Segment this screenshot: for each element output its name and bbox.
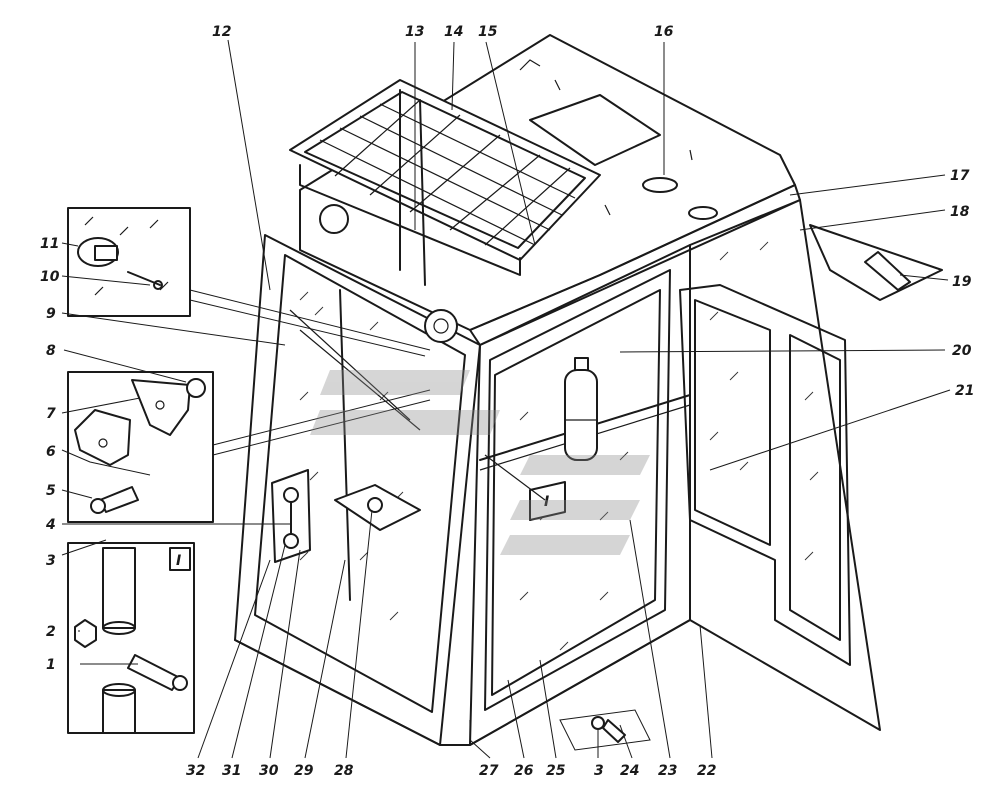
inset-top-fasteners: [67, 207, 191, 317]
callout-9: 9: [46, 306, 56, 322]
bolt-parts-front: [591, 716, 626, 743]
inset-middle-bracket: [67, 371, 214, 523]
callout-26: 26: [514, 763, 534, 779]
callout-21: 21: [955, 383, 974, 399]
cab-label-plate: I: [529, 481, 566, 521]
callout-32: 32: [186, 763, 205, 779]
callout-22: 22: [697, 763, 716, 779]
callout-8: 8: [46, 343, 56, 359]
callout-14: 14: [444, 24, 463, 40]
callout-4: 4: [45, 517, 56, 533]
callout-5: 5: [46, 483, 56, 499]
callout-10: 10: [40, 269, 60, 285]
callout-31: 31: [222, 763, 241, 779]
roof-rack: [289, 79, 601, 286]
beacon-lamp: [809, 224, 943, 301]
callout-2: 2: [46, 624, 56, 640]
callout-7: 7: [46, 406, 56, 422]
callout-11: 11: [40, 236, 59, 252]
callout-13: 13: [405, 24, 424, 40]
watermark-logo: [310, 370, 650, 555]
leader-lines: [61, 39, 951, 759]
callout-23: 23: [658, 763, 677, 779]
callout-labels: 1 2 3 4 5 6 7 8 9 10 11 12 13 14 15 16 1…: [40, 24, 974, 779]
callout-16: 16: [654, 24, 674, 40]
callout-25: 25: [546, 763, 566, 779]
callout-30: 30: [259, 763, 279, 779]
callout-3-front: 3: [594, 763, 604, 779]
callout-3: 3: [46, 553, 56, 569]
callout-6: 6: [46, 444, 56, 460]
fire-extinguisher: [564, 357, 598, 461]
callout-29: 29: [294, 763, 314, 779]
inset-pin-detail: I: [67, 542, 195, 734]
callout-20: 20: [952, 343, 972, 359]
callout-1: 1: [46, 657, 56, 673]
inset-mark: I: [176, 553, 181, 569]
callout-17: 17: [950, 168, 970, 184]
callout-18: 18: [950, 204, 970, 220]
callout-27: 27: [479, 763, 499, 779]
callout-15: 15: [478, 24, 498, 40]
callout-28: 28: [334, 763, 354, 779]
callout-12: 12: [212, 24, 231, 40]
cab-mark: I: [544, 494, 549, 510]
callout-19: 19: [952, 274, 972, 290]
callout-24: 24: [620, 763, 639, 779]
